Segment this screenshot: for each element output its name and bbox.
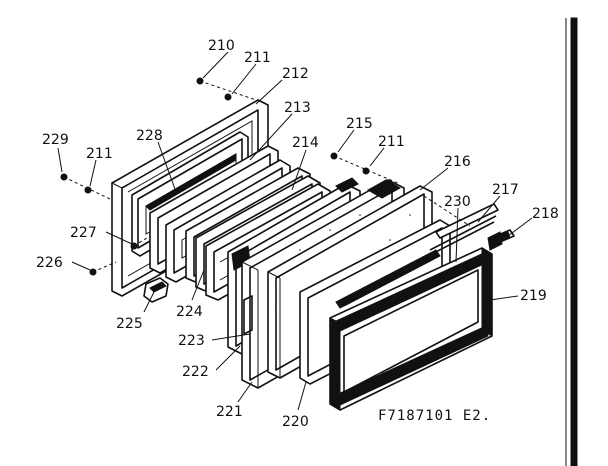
- figure-code: F7187101 E2.: [378, 408, 491, 424]
- label-221: 221: [216, 404, 243, 420]
- label-229: 229: [42, 132, 69, 148]
- label-218: 218: [532, 206, 559, 222]
- label-219: 219: [520, 288, 547, 304]
- label-228: 228: [136, 128, 163, 144]
- label-211: 211: [244, 50, 271, 66]
- part-219-trim-frame: [329, 247, 493, 411]
- label-211: 211: [86, 146, 113, 162]
- part-225-hinge-clip: [143, 277, 169, 303]
- label-225: 225: [116, 316, 143, 332]
- part-217-handle: [427, 203, 515, 257]
- label-216: 216: [444, 154, 471, 170]
- label-215: 215: [346, 116, 373, 132]
- label-210: 210: [208, 38, 235, 54]
- label-220: 220: [282, 414, 309, 430]
- part-labels: 210 211 212 213 214 215 211 216 217 218 …: [36, 38, 559, 430]
- page-border-bar: [570, 17, 578, 466]
- label-211: 211: [378, 134, 405, 150]
- screw-211c: [84, 186, 92, 194]
- label-222: 222: [182, 364, 209, 380]
- assembly-lines: [63, 80, 471, 273]
- label-223: 223: [178, 333, 205, 349]
- label-226: 226: [36, 255, 63, 271]
- label-212: 212: [282, 66, 309, 82]
- label-230: 230: [444, 194, 471, 210]
- label-227: 227: [70, 225, 97, 241]
- label-217: 217: [492, 182, 519, 198]
- label-214: 214: [292, 135, 319, 151]
- label-213: 213: [284, 100, 311, 116]
- leader-lines: [57, 51, 533, 411]
- screw-211a: [224, 93, 232, 101]
- label-224: 224: [176, 304, 203, 320]
